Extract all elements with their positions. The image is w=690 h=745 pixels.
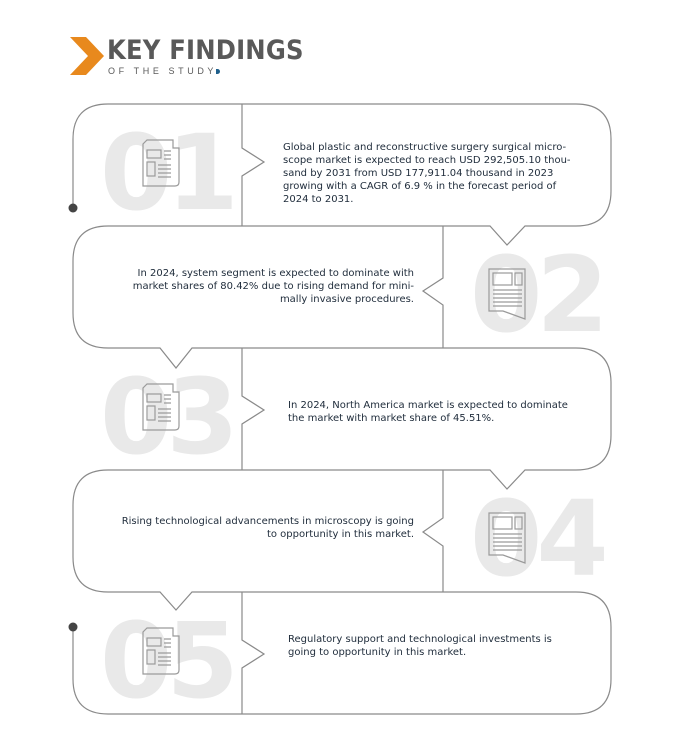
page-title: KEY FINDINGS — [107, 35, 304, 66]
divider-01 — [241, 104, 266, 226]
finding-number-04: 04 — [470, 478, 609, 600]
newspaper-icon — [142, 627, 180, 675]
divider-04 — [421, 470, 444, 592]
timeline-outline — [72, 103, 612, 715]
divider-03 — [241, 348, 266, 470]
page-subtitle: OF THE STUDY — [108, 66, 221, 76]
timeline-start-dot — [68, 203, 78, 213]
chevron-logo-icon — [70, 37, 104, 75]
finding-text-01: Global plastic and reconstructive surger… — [283, 142, 571, 205]
newspaper-icon — [142, 139, 180, 187]
divider-05 — [241, 592, 266, 714]
finding-text-05: Regulatory support and technological inv… — [288, 634, 552, 658]
finding-text-03: In 2024, North America market is expecte… — [288, 400, 568, 424]
finding-text-04: Rising technological advancements in mic… — [121, 516, 414, 540]
subtitle-dot-icon — [216, 69, 221, 75]
divider-02 — [421, 226, 444, 348]
newspaper-icon — [488, 268, 526, 320]
newspaper-icon — [488, 512, 526, 564]
finding-number-02: 02 — [470, 234, 609, 356]
subtitle-text: OF THE STUDY — [108, 66, 218, 76]
timeline-end-dot — [68, 622, 78, 632]
newspaper-icon — [142, 383, 180, 431]
finding-text-02: In 2024, system segment is expected to d… — [132, 268, 414, 305]
